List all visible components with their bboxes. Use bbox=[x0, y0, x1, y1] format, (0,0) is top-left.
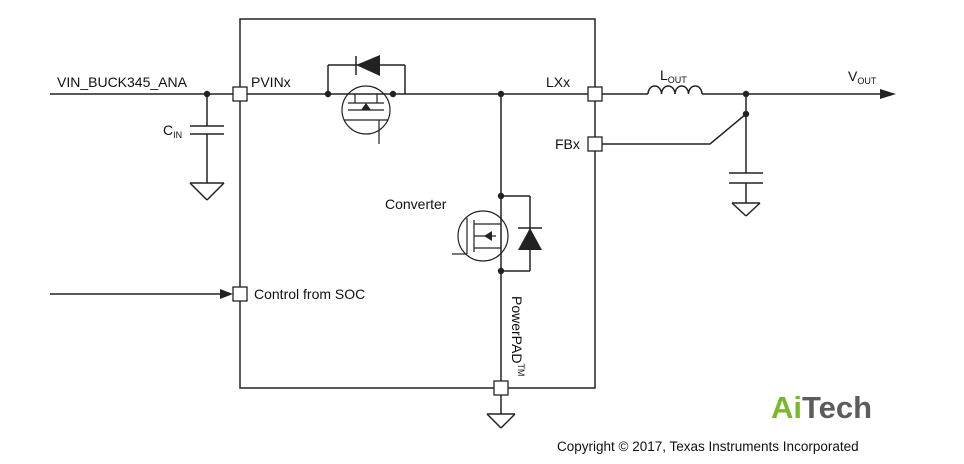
control-arrow-icon bbox=[220, 289, 233, 299]
lout-label: LOUT bbox=[660, 67, 687, 85]
cout-ground-icon bbox=[731, 202, 761, 217]
control-pin bbox=[232, 286, 248, 302]
vout-arrow-icon bbox=[880, 89, 896, 99]
lx-pin bbox=[587, 86, 603, 102]
pvin-label: PVINx bbox=[251, 74, 291, 90]
copyright-text: Copyright © 2017, Texas Instruments Inco… bbox=[557, 439, 859, 454]
cin-label: CIN bbox=[163, 122, 182, 140]
ic-block bbox=[239, 18, 596, 389]
control-label: Control from SOC bbox=[254, 286, 365, 302]
vin-label: VIN_BUCK345_ANA bbox=[57, 74, 188, 90]
powerpad-ground-icon bbox=[486, 413, 516, 429]
aitech-logo: AiTech bbox=[771, 390, 872, 425]
low-side-mosfet-icon bbox=[452, 210, 509, 262]
powerpad-pin bbox=[493, 380, 509, 396]
high-side-diode-icon bbox=[327, 55, 406, 94]
powerpad-label: PowerPADTM bbox=[509, 296, 526, 376]
converter-label: Converter bbox=[385, 196, 447, 212]
lx-label: LXx bbox=[546, 74, 570, 90]
fb-label: FBx bbox=[555, 136, 580, 152]
low-side-diode-icon bbox=[501, 195, 542, 272]
cout-capacitor bbox=[729, 94, 763, 203]
fb-pin bbox=[587, 136, 603, 152]
pvin-pin bbox=[232, 86, 248, 102]
inductor-icon bbox=[647, 85, 703, 95]
cin-capacitor bbox=[190, 94, 224, 183]
feedback-wire bbox=[602, 113, 747, 145]
cin-ground-icon bbox=[189, 182, 225, 201]
high-side-mosfet-icon bbox=[341, 85, 391, 144]
vout-label: VOUT bbox=[848, 68, 877, 86]
